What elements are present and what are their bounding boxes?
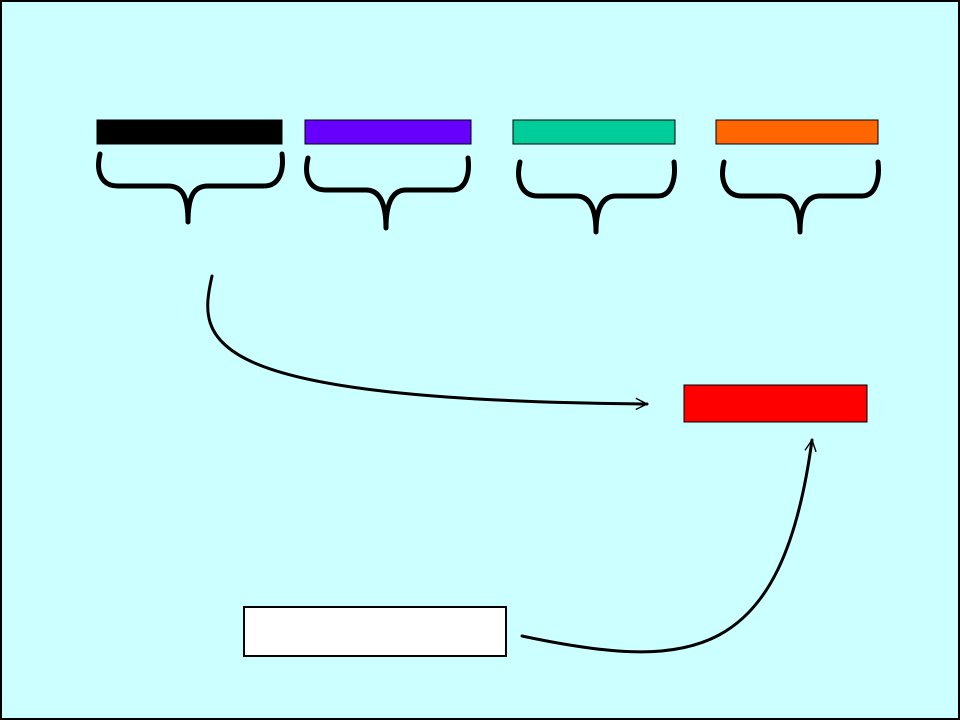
arrow-input-to-result bbox=[520, 440, 812, 654]
brace-black bbox=[96, 151, 285, 225]
input-box bbox=[243, 606, 507, 657]
result-box bbox=[683, 384, 868, 423]
segment-bar-teal bbox=[512, 119, 676, 145]
segment-bar-purple bbox=[304, 119, 472, 145]
brace-purple bbox=[304, 155, 471, 231]
arrow-brace-to-result bbox=[206, 274, 649, 404]
segment-bar-orange bbox=[715, 119, 879, 145]
segment-bar-black bbox=[96, 119, 283, 145]
brace-orange bbox=[720, 159, 881, 235]
brace-teal bbox=[516, 159, 677, 235]
